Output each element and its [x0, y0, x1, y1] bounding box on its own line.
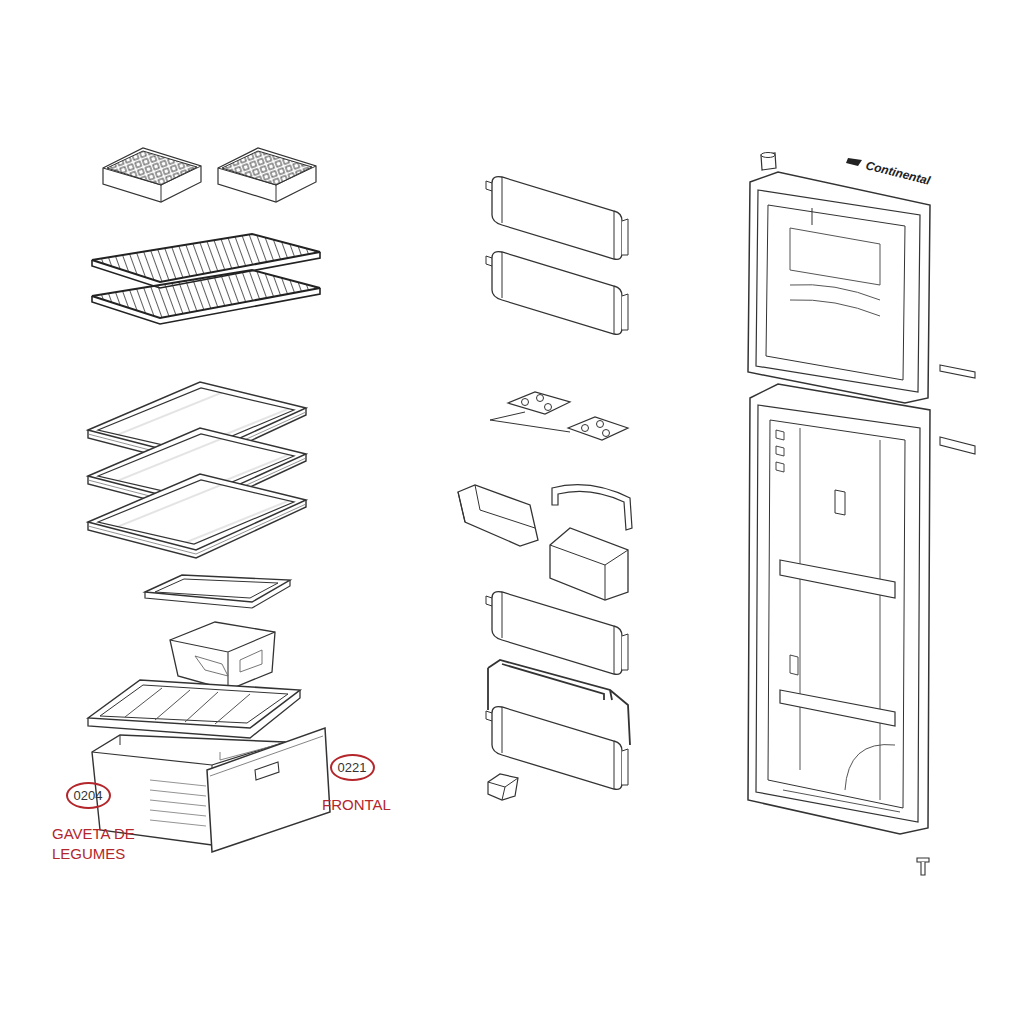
callout-number: 0221 [338, 761, 367, 774]
brand-label: Continental [864, 158, 931, 188]
callout-circle: 0221FRONTAL [330, 754, 375, 781]
callout-circle: 0204GAVETA DE LEGUMES [66, 782, 111, 809]
part-name: GAVETA DE LEGUMES [52, 824, 164, 864]
part-name: FRONTAL [322, 795, 422, 815]
callout-number: 0204 [74, 789, 103, 802]
